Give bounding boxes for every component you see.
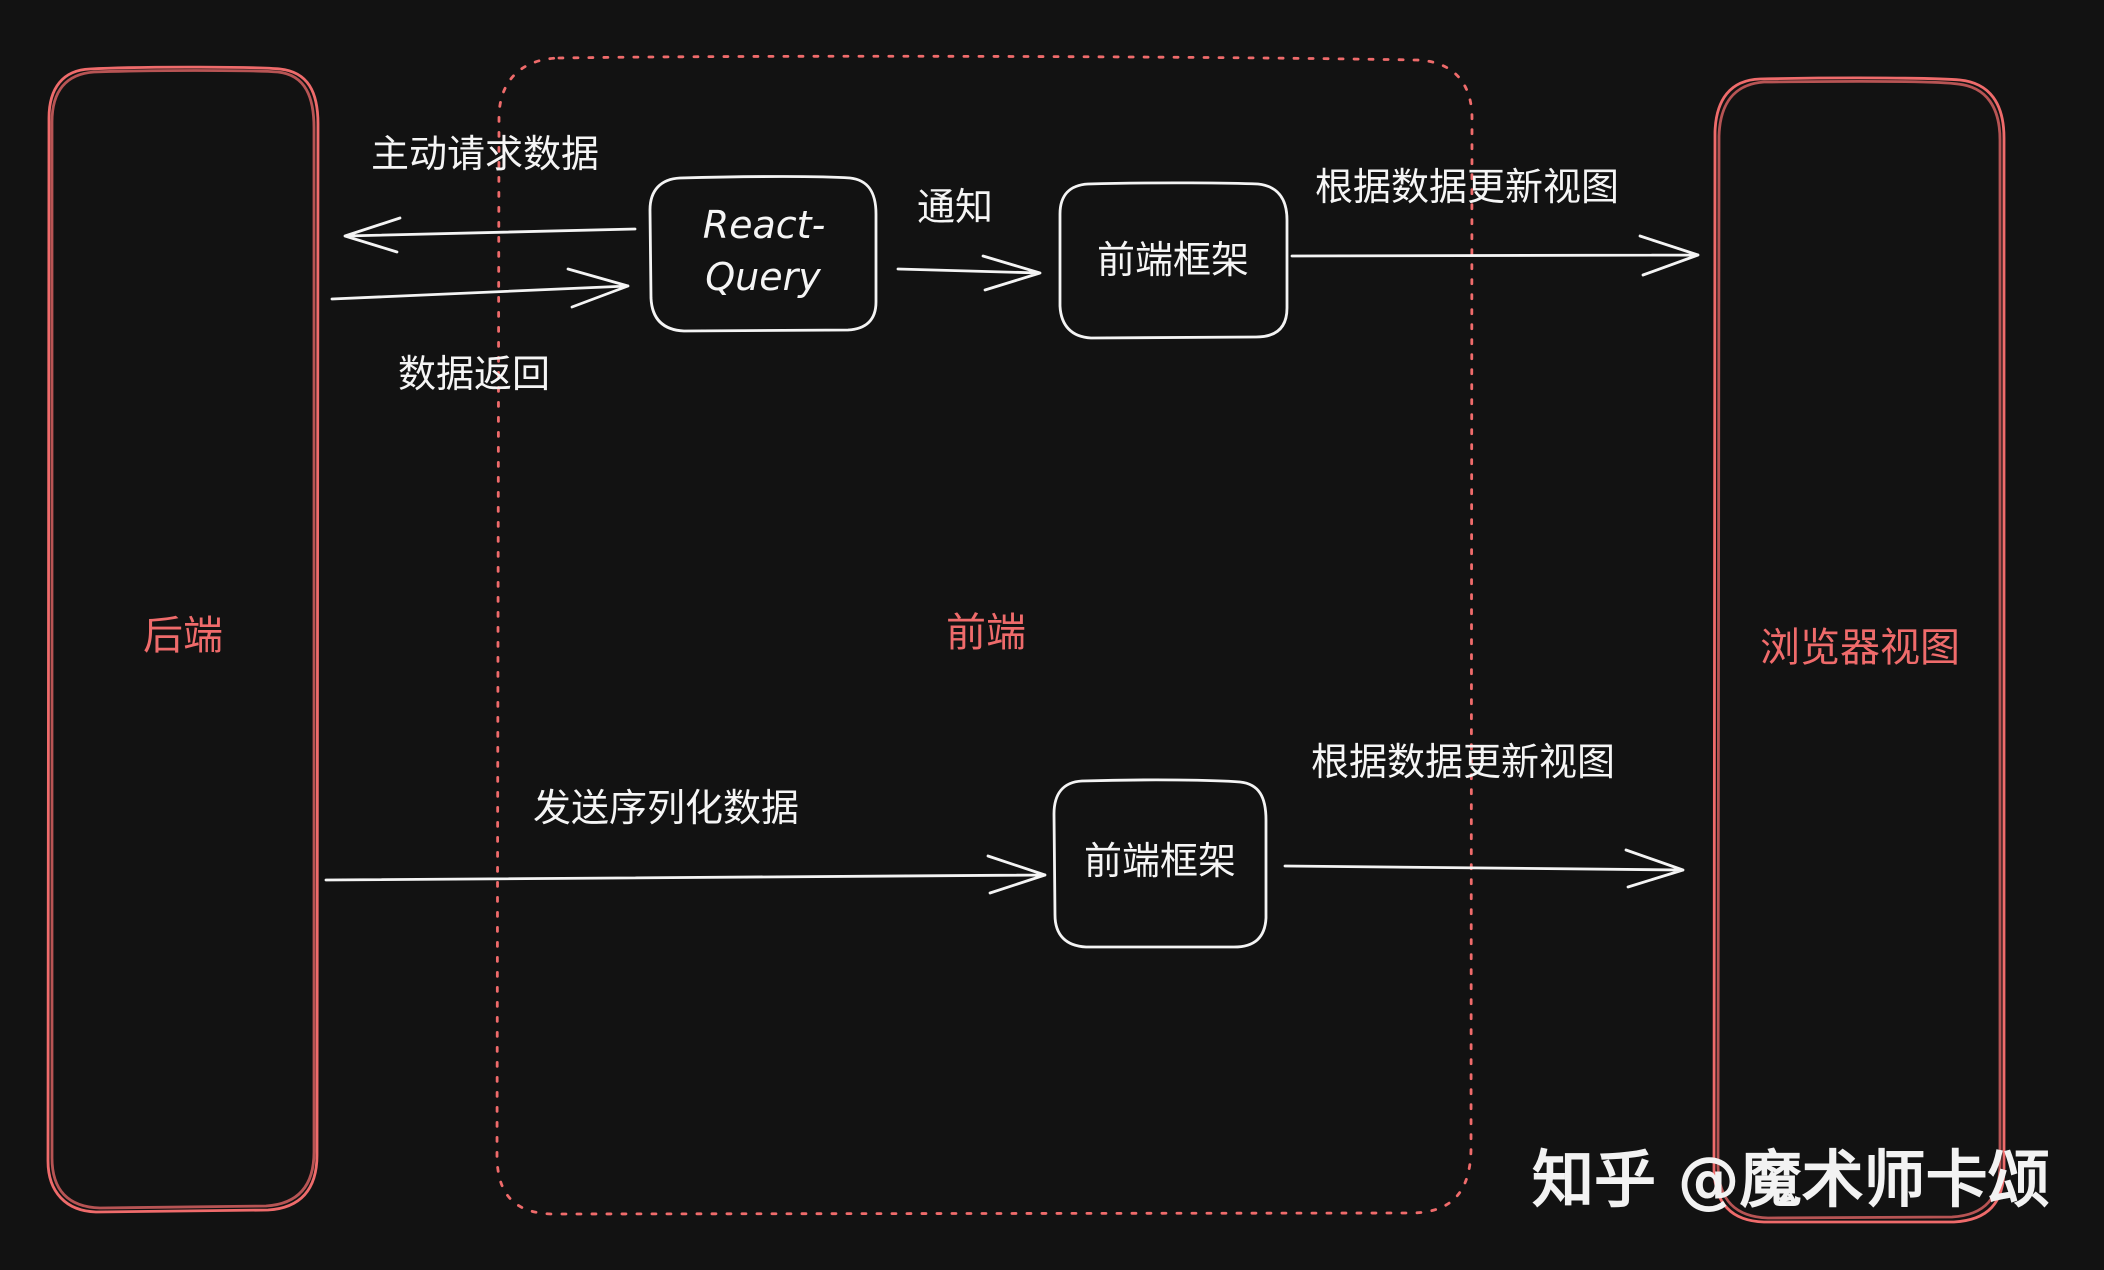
framework-top-box [1058,181,1289,340]
framework-top-label: 前端框架 [1097,238,1249,282]
request-arrow [343,216,637,254]
notify-arrow [896,254,1042,292]
notify-label: 通知 [917,185,993,229]
browser-box [1712,76,2006,1224]
return-label: 数据返回 [398,352,550,396]
backend-box-overstroke [50,69,316,1210]
serialize-arrow [324,854,1047,895]
framework-bottom-label: 前端框架 [1084,839,1236,883]
update-top-label: 根据数据更新视图 [1315,165,1619,209]
update-top-arrow [1290,234,1700,277]
react-query-label-line-1: React- [703,203,826,247]
frontend-boundary [495,54,1474,1216]
backend-box [46,65,320,1214]
backend-label: 后端 [143,613,223,659]
update-bottom-label: 根据数据更新视图 [1311,740,1615,784]
react-query-box [648,175,878,333]
watermark: 知乎 @魔术师卡颂 [1532,1143,2050,1216]
update-bottom-arrow [1283,848,1685,889]
react-query-label-line-2: Query [705,255,821,299]
frontend-label: 前端 [946,610,1026,656]
browser-box-overstroke [1716,80,2002,1220]
browser-label: 浏览器视图 [1760,625,1960,671]
request-label: 主动请求数据 [371,132,599,176]
serialize-label: 发送序列化数据 [533,786,799,830]
return-arrow [330,267,630,309]
framework-bottom-box [1052,778,1268,949]
